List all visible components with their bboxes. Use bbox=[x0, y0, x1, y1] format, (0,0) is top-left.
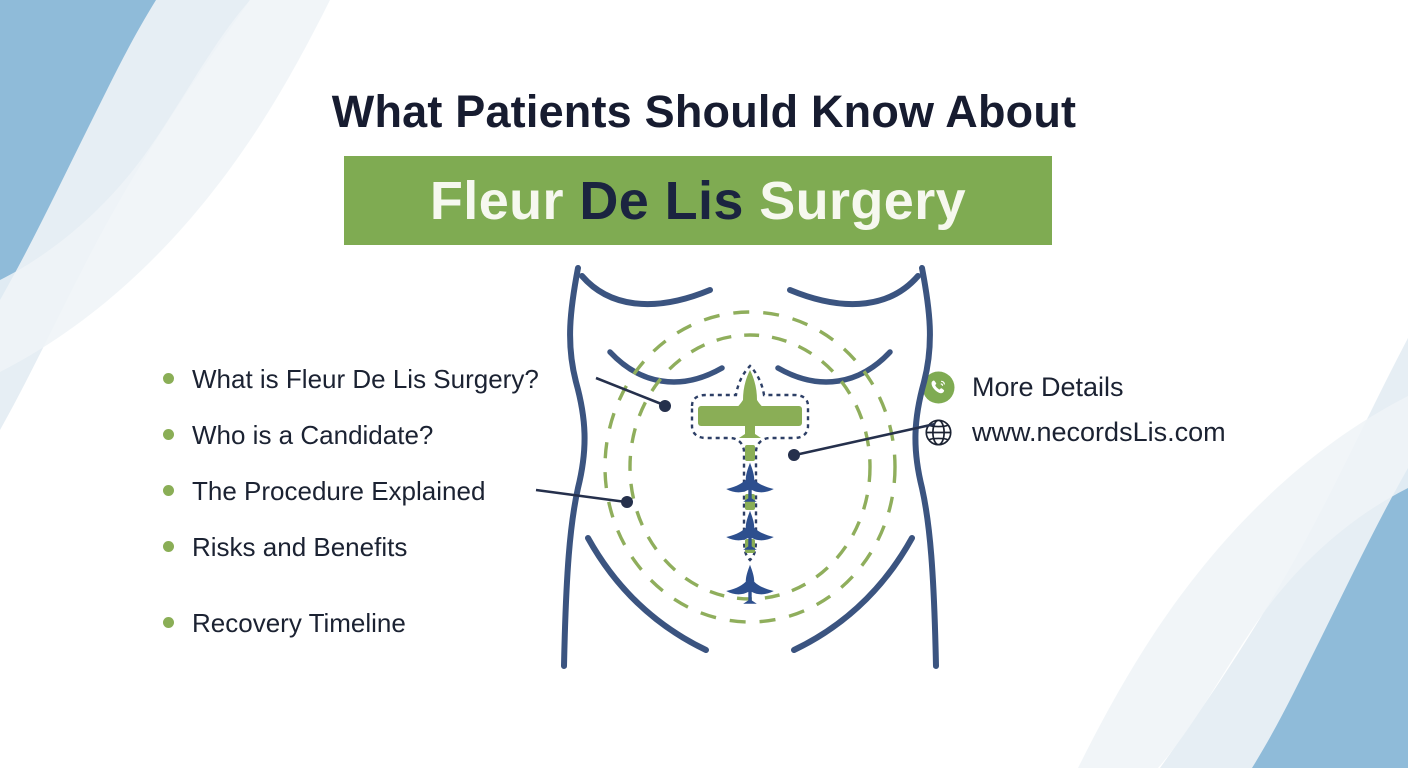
contact-block: More Details www.necordsLis.com bbox=[922, 366, 1226, 456]
list-item[interactable]: Recovery Timeline bbox=[163, 604, 633, 641]
bullet-dot-icon bbox=[163, 617, 174, 628]
fleur-de-lis-motifs bbox=[726, 462, 774, 604]
page-title-part-3: Surgery bbox=[743, 170, 967, 231]
topic-label: Who is a Candidate? bbox=[192, 419, 434, 450]
anchor-incision-outline bbox=[690, 364, 810, 562]
incision-fleur-flare bbox=[720, 370, 780, 438]
topic-label: Risks and Benefits bbox=[192, 531, 408, 562]
topic-label: What is Fleur De Lis Surgery? bbox=[192, 363, 539, 394]
wave-bottom-right-blue bbox=[1252, 468, 1408, 768]
page-eyebrow-title: What Patients Should Know About bbox=[331, 86, 1077, 137]
hip-curves bbox=[585, 535, 915, 653]
wave-top-left-pale-outer bbox=[0, 0, 330, 372]
contact-label: www.necordsLis.com bbox=[972, 416, 1226, 447]
bullet-dot-icon bbox=[163, 429, 174, 440]
page-title-part-1: Fleur bbox=[429, 170, 580, 231]
list-item[interactable]: What is Fleur De Lis Surgery? bbox=[163, 360, 633, 397]
phone-icon bbox=[922, 371, 955, 404]
bullet-dot-icon bbox=[163, 541, 174, 552]
list-item[interactable]: The Procedure Explained bbox=[163, 472, 633, 509]
bullet-dot-icon bbox=[163, 485, 174, 496]
topics-list: What is Fleur De Lis Surgery? Who is a C… bbox=[163, 360, 633, 660]
page-title: Fleur De Lis Surgery bbox=[430, 174, 966, 228]
rib-curves bbox=[579, 273, 921, 308]
topic-label: Recovery Timeline bbox=[192, 607, 406, 638]
list-item[interactable]: Risks and Benefits bbox=[163, 528, 633, 565]
wave-top-left-blue bbox=[0, 0, 156, 300]
list-item[interactable]: Who is a Candidate? bbox=[163, 416, 633, 453]
abdomen-diagram bbox=[561, 265, 939, 669]
contact-label: More Details bbox=[972, 371, 1124, 402]
page-title-part-2: De Lis bbox=[579, 170, 744, 231]
outer-dashed-oval bbox=[603, 310, 897, 624]
contact-row-phone[interactable]: More Details bbox=[922, 366, 1226, 408]
bullet-dot-icon bbox=[163, 373, 174, 384]
incision-marking bbox=[698, 370, 802, 438]
contact-row-website[interactable]: www.necordsLis.com bbox=[922, 411, 1226, 453]
topic-label: The Procedure Explained bbox=[192, 475, 486, 506]
header-block: What Patients Should Know About bbox=[0, 86, 1408, 137]
title-banner: Fleur De Lis Surgery bbox=[344, 156, 1052, 245]
